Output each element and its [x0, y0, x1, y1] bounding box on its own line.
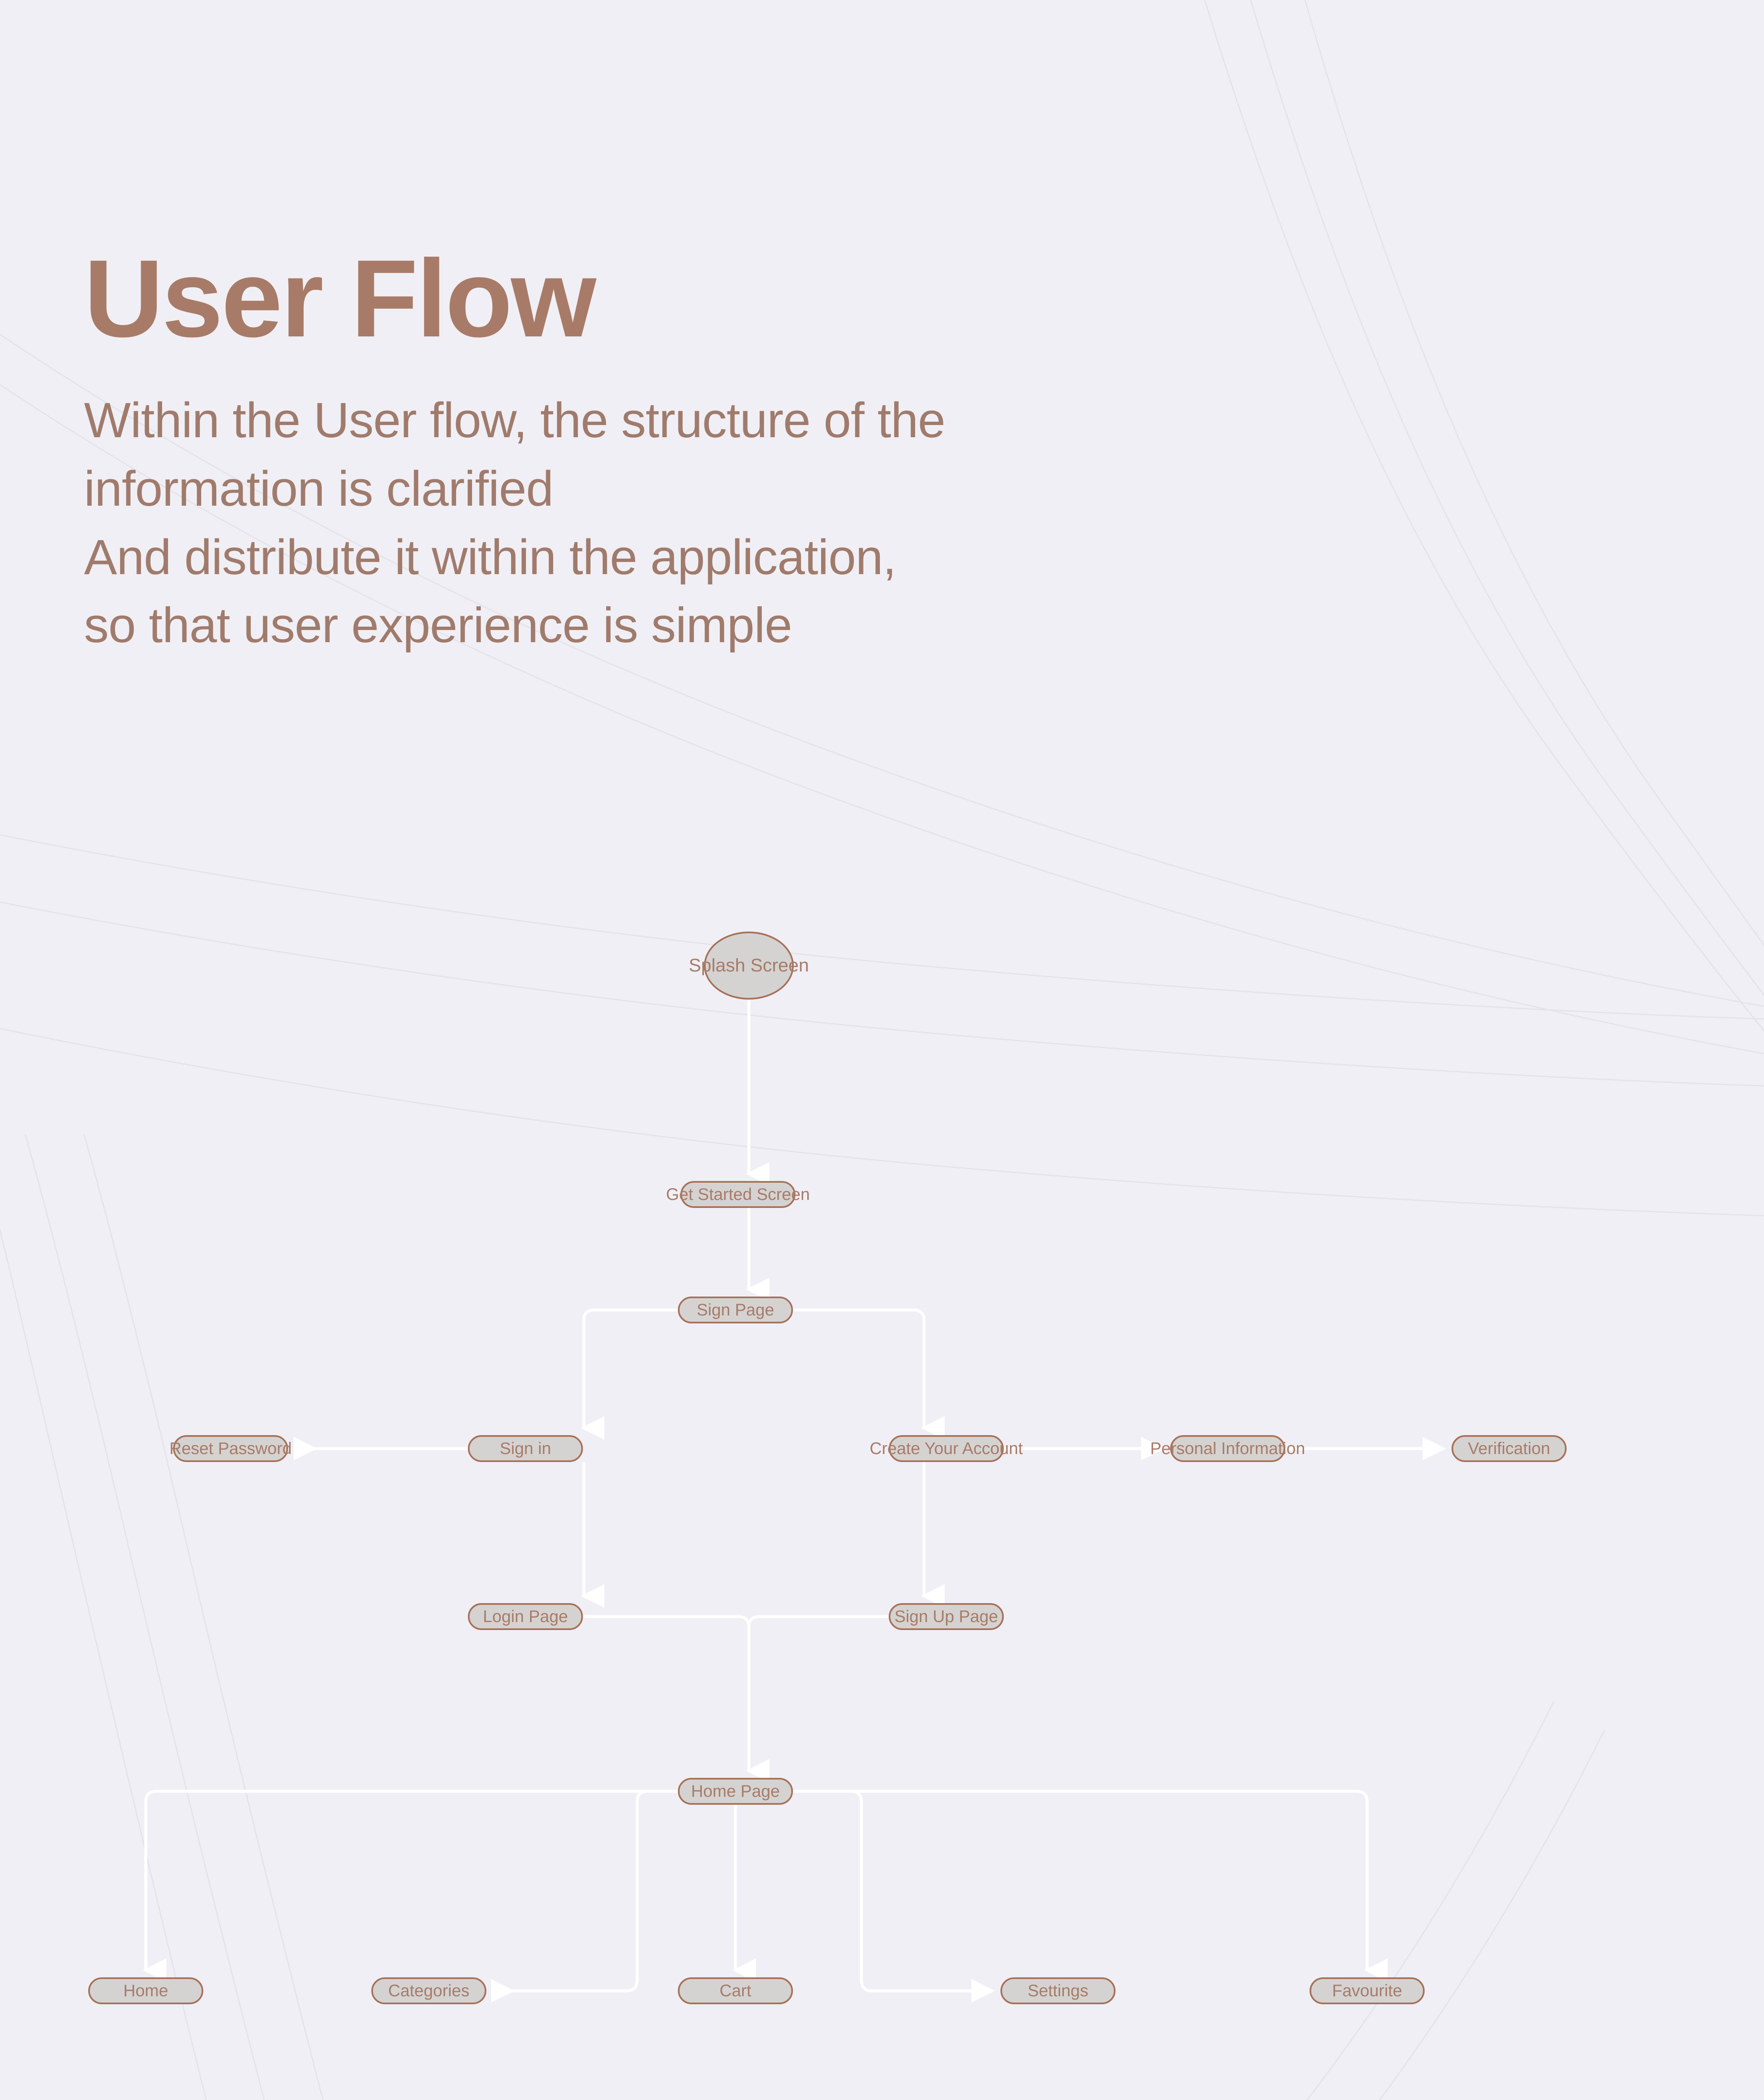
flow-node-label: Favourite [1332, 1982, 1402, 2000]
flow-node-login-page[interactable]: Login Page [468, 1603, 583, 1630]
flow-node-label: Get Started Screen [666, 1185, 810, 1204]
subtitle-line-4: so that user experience is simple [84, 598, 792, 654]
flow-node-reset-password[interactable]: Reset Password [169, 1435, 292, 1462]
edge-home-page-to-settings [793, 1790, 995, 2003]
flow-node-label: Sign in [499, 1439, 551, 1458]
edge-sign-page-to-sign-in [581, 1308, 678, 1440]
flow-node-sign-up-page[interactable]: Sign Up Page [889, 1603, 1004, 1630]
flow-node-create-your-account[interactable]: Create Your Account [870, 1435, 1023, 1462]
subtitle: Within the User flow, the structure of t… [84, 386, 1512, 660]
flow-node-personal-information[interactable]: Personal Information [1150, 1435, 1305, 1462]
flow-node-label: Home [123, 1982, 168, 2000]
flow-node-label: Categories [388, 1982, 470, 2000]
edge-login-page-to-home-page [583, 1615, 769, 1782]
flow-node-home[interactable]: Home [88, 1977, 203, 2004]
flow-node-verification[interactable]: Verification [1452, 1435, 1567, 1462]
flow-node-label: Verification [1468, 1439, 1550, 1458]
flow-node-splash-screen[interactable]: Splash Screen [689, 932, 809, 1000]
flow-node-sign-page[interactable]: Sign Page [678, 1297, 793, 1323]
subtitle-line-1: Within the User flow, the structure of t… [84, 393, 945, 448]
header: User Flow Within the User flow, the stru… [84, 244, 1512, 660]
flow-node-label: Settings [1027, 1982, 1089, 2000]
flow-node-label: Reset Password [169, 1439, 292, 1458]
flow-node-home-page[interactable]: Home Page [678, 1778, 793, 1805]
flow-node-label: Cart [719, 1982, 751, 2000]
page-title: User Flow [84, 237, 596, 360]
flow-node-label: Login Page [483, 1607, 568, 1626]
edge-home-page-to-home [143, 1790, 678, 1982]
edge-home-page-to-favourite [793, 1790, 1388, 1982]
flow-node-get-started-screen[interactable]: Get Started Screen [666, 1181, 810, 1208]
subtitle-line-3: And distribute it within the application… [84, 529, 896, 585]
flow-node-label: Home Page [691, 1782, 780, 1801]
flow-node-favourite[interactable]: Favourite [1310, 1977, 1425, 2004]
flow-node-label: Sign Up Page [894, 1607, 998, 1626]
flow-node-label: Splash Screen [688, 955, 809, 976]
flow-node-settings[interactable]: Settings [1000, 1977, 1116, 2004]
flow-node-label: Create Your Account [869, 1439, 1023, 1458]
flow-node-label: Personal Information [1150, 1439, 1305, 1458]
edge-sign-page-to-create-account [793, 1308, 945, 1440]
edge-signup-page-to-home-page [747, 1615, 889, 1771]
edge-home-page-to-categories [491, 1790, 678, 2003]
flow-node-categories[interactable]: Categories [371, 1977, 486, 2004]
flow-node-label: Sign Page [696, 1301, 774, 1319]
flow-node-sign-in[interactable]: Sign in [468, 1435, 583, 1462]
subtitle-line-2: information is clarified [84, 461, 554, 517]
flow-node-cart[interactable]: Cart [678, 1977, 793, 2004]
